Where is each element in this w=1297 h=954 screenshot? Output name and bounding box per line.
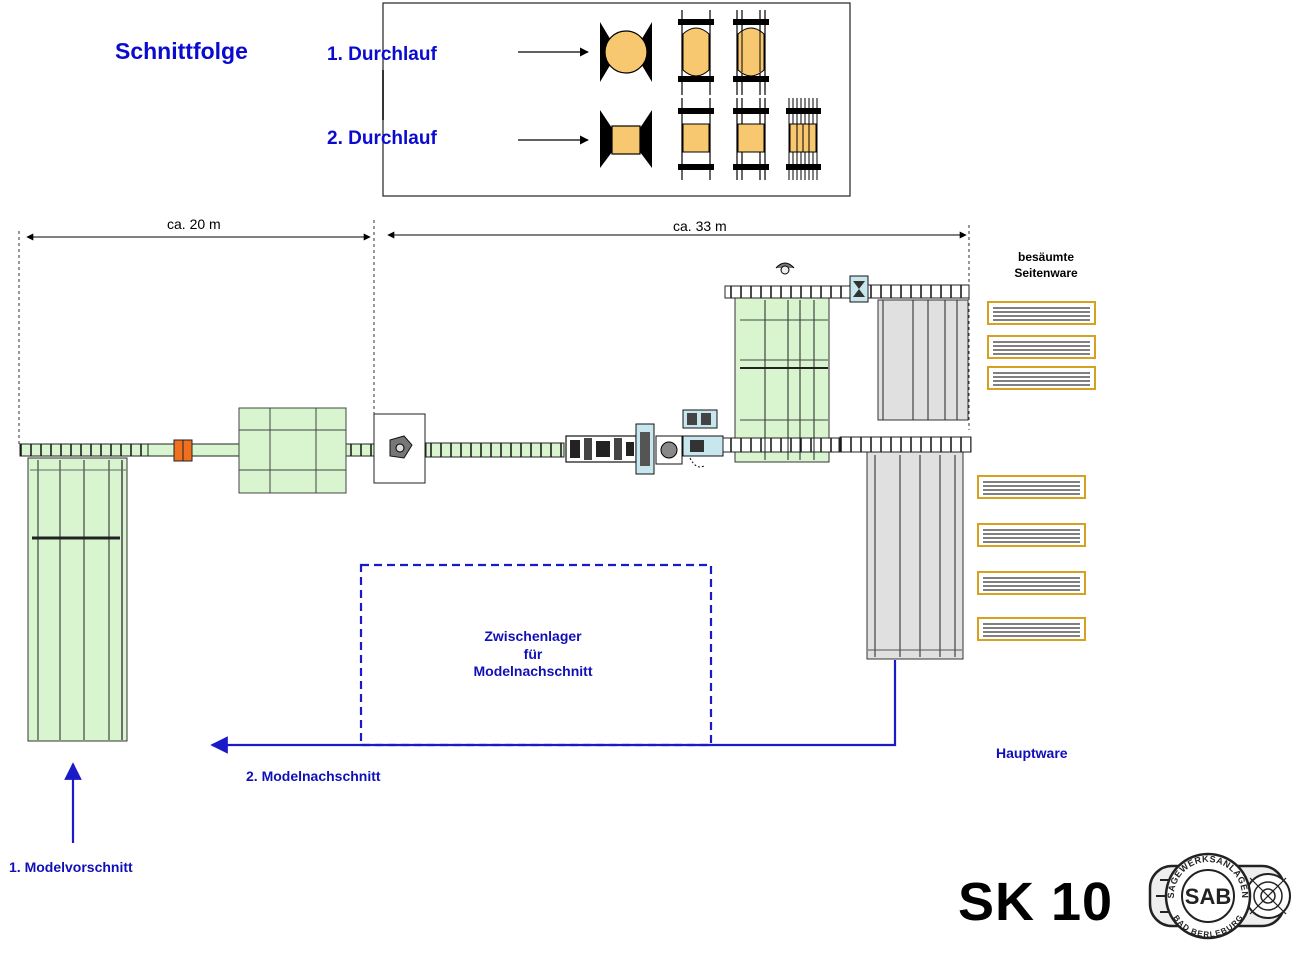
sab-logo: SÄGEWERKSANLAGEN BAD BERLEBURG SAB bbox=[1148, 852, 1291, 940]
board-stack bbox=[987, 301, 1096, 325]
board-stack bbox=[977, 617, 1086, 641]
side-boards-label-line1: besäumte bbox=[1017, 250, 1075, 264]
pass2-board-cut-icon bbox=[678, 98, 714, 180]
dimension-right-label: ca. 33 m bbox=[673, 218, 727, 234]
storage-label-line2: für bbox=[523, 645, 543, 662]
board-stack bbox=[977, 523, 1086, 547]
board-stack bbox=[987, 366, 1096, 390]
model-title: SK 10 bbox=[958, 872, 1114, 932]
chipper-canter-line bbox=[565, 409, 724, 475]
pass1-label: 1. Durchlauf bbox=[327, 44, 437, 65]
log-rotator bbox=[373, 413, 426, 484]
main-board-stacks bbox=[977, 475, 1086, 641]
infeed-cross-conveyor bbox=[27, 457, 128, 742]
return-flow-arrow bbox=[210, 660, 897, 754]
pass1-cant-split-icon bbox=[733, 10, 769, 95]
side-board-stacks bbox=[987, 301, 1096, 390]
lower-sorting-table bbox=[839, 436, 972, 660]
pass1-cant-icon bbox=[678, 10, 714, 95]
board-stack bbox=[987, 335, 1096, 359]
cutting-sequence-box bbox=[382, 2, 851, 197]
green-sawing-station bbox=[722, 262, 869, 463]
storage-label-line1: Zwischenlager bbox=[484, 628, 582, 644]
first-cut-label: 1. Modelvorschnitt bbox=[9, 859, 133, 875]
logo-center-text: SAB bbox=[1185, 884, 1231, 909]
pass2-chipped-cant-icon bbox=[600, 110, 652, 168]
pass2-board-split-icon bbox=[733, 98, 769, 180]
main-product-label: Hauptware bbox=[996, 745, 1068, 761]
side-boards-label-line2: Seitenware bbox=[1014, 266, 1078, 280]
side-boards-label: besäumte Seitenware bbox=[1002, 249, 1090, 281]
upper-sorting-table bbox=[867, 284, 970, 421]
storage-label-line3: Modelnachschnitt bbox=[473, 663, 593, 679]
pass2-label: 2. Durchlauf bbox=[327, 128, 437, 149]
legend-title: Schnittfolge bbox=[115, 38, 248, 64]
second-cut-label: 2. Modelnachschnitt bbox=[246, 768, 381, 784]
dimension-left-label: ca. 20 m bbox=[167, 216, 221, 232]
storage-label: Zwischenlager für Modelnachschnitt bbox=[463, 628, 603, 681]
board-stack bbox=[977, 571, 1086, 595]
board-stack bbox=[977, 475, 1086, 499]
dimension-lines bbox=[18, 220, 970, 445]
green-buffer-block bbox=[238, 407, 347, 494]
pass1-chipped-log-icon bbox=[600, 22, 652, 82]
pass2-multi-rip-icon bbox=[786, 98, 821, 180]
